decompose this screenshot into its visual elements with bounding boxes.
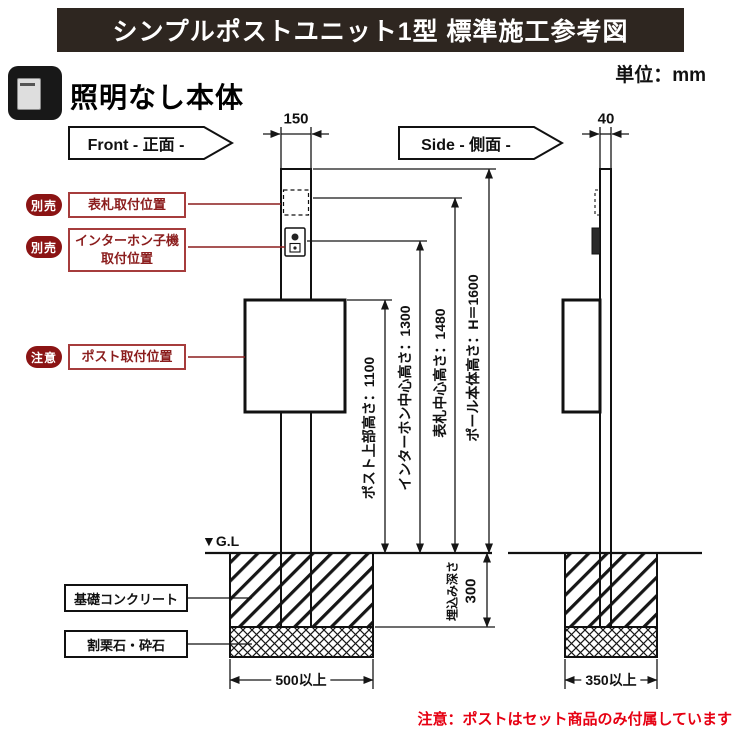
- footer-caution-note: 注意：ポストはセット商品のみ付属しています: [417, 711, 732, 728]
- front-foundation: [229, 552, 374, 628]
- product-photo-slot: [20, 83, 35, 86]
- unit-label: 単位：mm: [615, 65, 706, 86]
- badge-sold-separately-nameplate: 別売: [26, 194, 62, 216]
- side-nameplate-position: [594, 189, 601, 216]
- front-intercom-unit: [284, 227, 306, 257]
- product-photo: [8, 66, 62, 120]
- side-banner-arrow-shape: [398, 126, 564, 160]
- front-nameplate-position: [282, 189, 310, 216]
- dim-post-top-height: ポスト上部高さ：1100: [361, 356, 377, 500]
- dim-side-width: 40: [597, 110, 615, 128]
- label-foundation-concrete: 基礎コンクリート: [64, 584, 188, 612]
- badge-sold-separately-intercom: 別売: [26, 236, 62, 258]
- dim-embed-depth-label: 埋込み深さ: [445, 560, 460, 622]
- callout-intercom-position: インターホン子機取付位置: [68, 228, 186, 272]
- dim-front-width: 150: [283, 110, 309, 128]
- dim-front-base-width: 500以上: [271, 670, 331, 690]
- dim-side-base-width: 350以上: [581, 670, 641, 690]
- ground-level-label: ▼G.L: [202, 533, 240, 549]
- dim-intercom-center-height: インターホン中心高さ：1300: [397, 305, 413, 491]
- side-postbox: [561, 298, 602, 414]
- callout-nameplate-position: 表札取付位置: [68, 192, 186, 218]
- dimension-lines: [229, 127, 658, 689]
- page-title-bar: シンプルポストユニット1型 標準施工参考図: [57, 8, 684, 52]
- badge-caution-post: 注意: [26, 346, 62, 368]
- callout-post-position: ポスト取付位置: [68, 344, 186, 370]
- front-banner-arrow-shape: [68, 126, 234, 160]
- dim-nameplate-center-height: 表札中心高さ：1480: [432, 308, 448, 438]
- side-intercom-unit: [591, 227, 601, 255]
- page-title: シンプルポストユニット1型 標準施工参考図: [112, 18, 629, 46]
- side-pole: [599, 168, 612, 554]
- leader-lines: [188, 203, 285, 645]
- side-view-banner: Side - 側面 -: [398, 126, 564, 160]
- dim-embed-depth-value: 300: [462, 578, 480, 604]
- front-view-drawing: [205, 168, 492, 658]
- side-gravel-layer: [564, 626, 658, 658]
- label-crushed-stone: 割栗石・砕石: [64, 630, 188, 658]
- front-postbox: [243, 298, 347, 414]
- front-gravel-layer: [229, 626, 374, 658]
- section-title: 照明なし本体: [70, 82, 245, 113]
- front-view-banner: Front - 正面 -: [68, 126, 234, 160]
- side-view-label: Side - 側面 -: [421, 137, 511, 154]
- dim-pole-height: ポール本体高さ：H＝1600: [465, 274, 481, 442]
- front-view-label: Front - 正面 -: [87, 137, 185, 154]
- side-view-drawing: [508, 168, 702, 658]
